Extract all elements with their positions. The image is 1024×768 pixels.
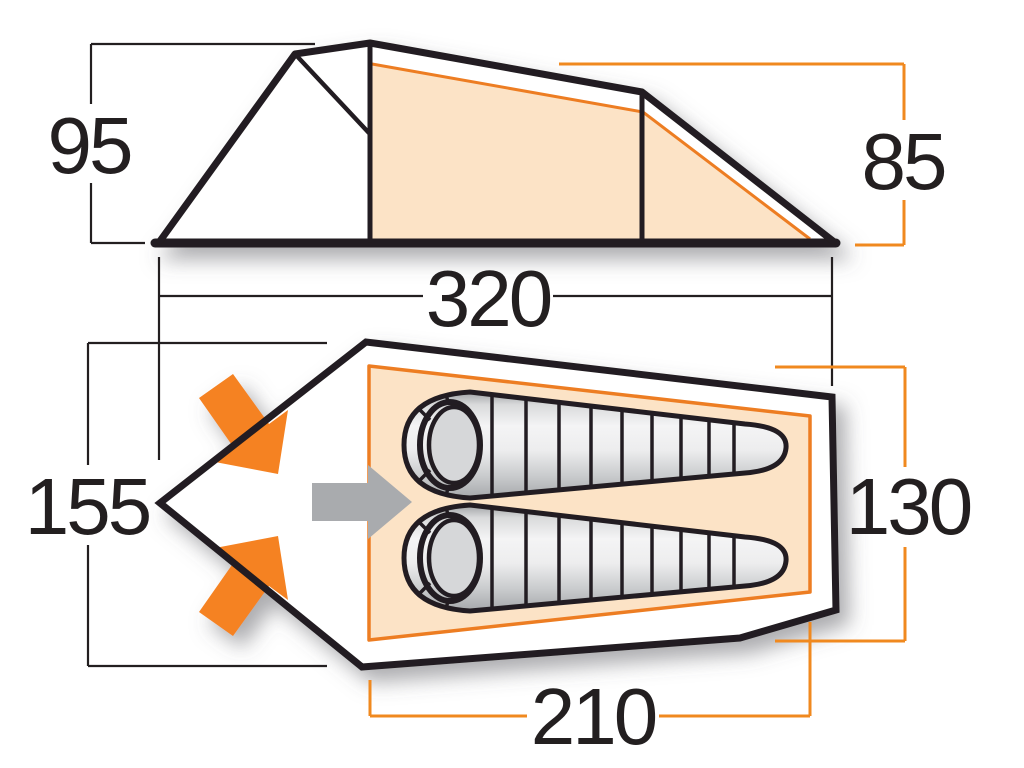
- dim-height-front: 95: [48, 101, 131, 190]
- side-dimension-rear-bracket: [559, 62, 906, 247]
- plan-dimension-inner-length: [368, 622, 812, 718]
- dim-inner-width: 130: [846, 462, 971, 551]
- plan-view: [154, 338, 840, 671]
- plan-outline: [154, 338, 840, 671]
- side-porch-seam: [292, 51, 372, 136]
- dim-height-rear: 85: [862, 117, 945, 206]
- plan-dimension-width-bracket: [86, 341, 327, 668]
- entrance-arrow-lower-icon: [199, 536, 288, 636]
- dim-total-width: 155: [25, 462, 150, 551]
- plan-dimension-inner-width-bracket: [775, 365, 907, 643]
- side-dimensions-black: [89, 42, 834, 460]
- dim-inner-length: 210: [531, 672, 656, 761]
- direction-arrow-icon: [312, 465, 412, 539]
- side-inner-tent-fill: [372, 64, 810, 239]
- entrance-arrow-upper-icon: [199, 374, 288, 474]
- side-view: [150, 39, 841, 248]
- dim-total-length: 320: [426, 254, 551, 343]
